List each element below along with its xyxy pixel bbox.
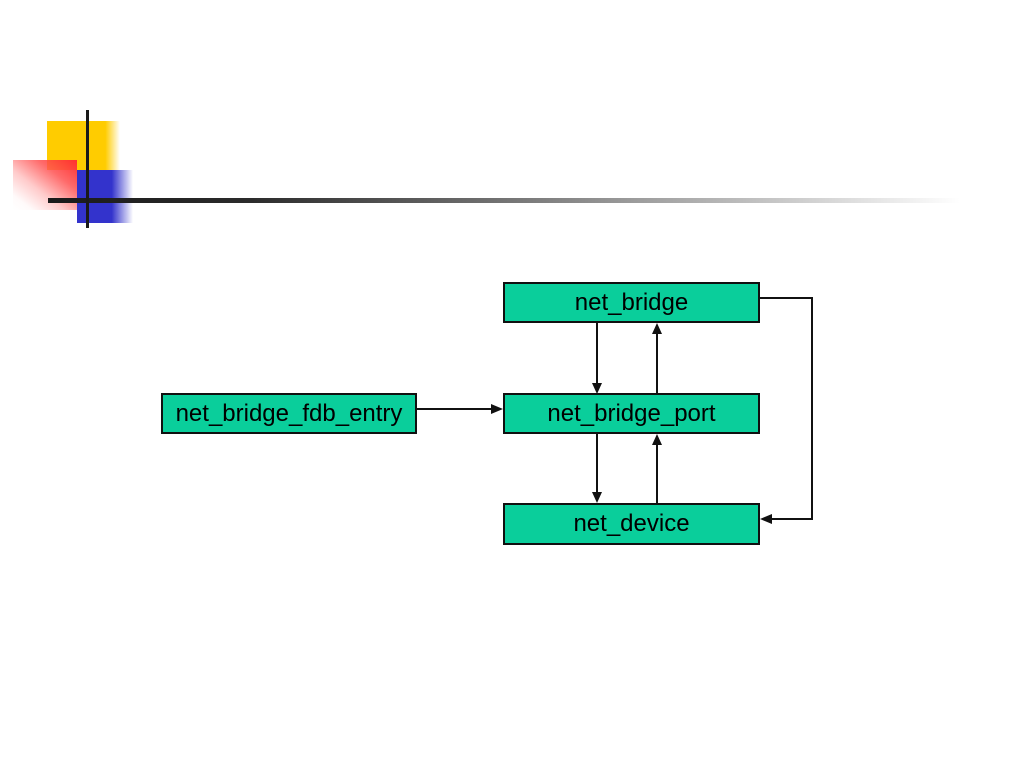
decoration-vertical-line <box>86 110 89 228</box>
arrow-net-bridge-port-to-net-bridge <box>652 323 662 394</box>
arrow-net-device-to-net-bridge-port <box>652 434 662 503</box>
arrow-net-bridge-port-to-net-device <box>592 434 602 503</box>
node-net-bridge-fdb-entry-label: net_bridge_fdb_entry <box>175 399 403 427</box>
node-net-bridge-port-label: net_bridge_port <box>547 399 716 427</box>
arrow-net-bridge-fdb-entry-to-net-bridge-port <box>417 404 503 414</box>
arrow-net-bridge-to-net-device <box>760 297 813 524</box>
node-net-device-label: net_device <box>573 510 690 537</box>
node-net-bridge-label: net_bridge <box>574 288 689 316</box>
node-net-bridge-fdb-entry: net_bridge_fdb_entry <box>161 393 417 434</box>
decoration-horizontal-rule <box>48 198 960 203</box>
node-net-bridge: net_bridge <box>503 282 760 323</box>
node-net-device: net_device <box>503 503 760 545</box>
arrow-net-bridge-to-net-bridge-port <box>592 323 602 394</box>
node-net-bridge-port: net_bridge_port <box>503 393 760 434</box>
